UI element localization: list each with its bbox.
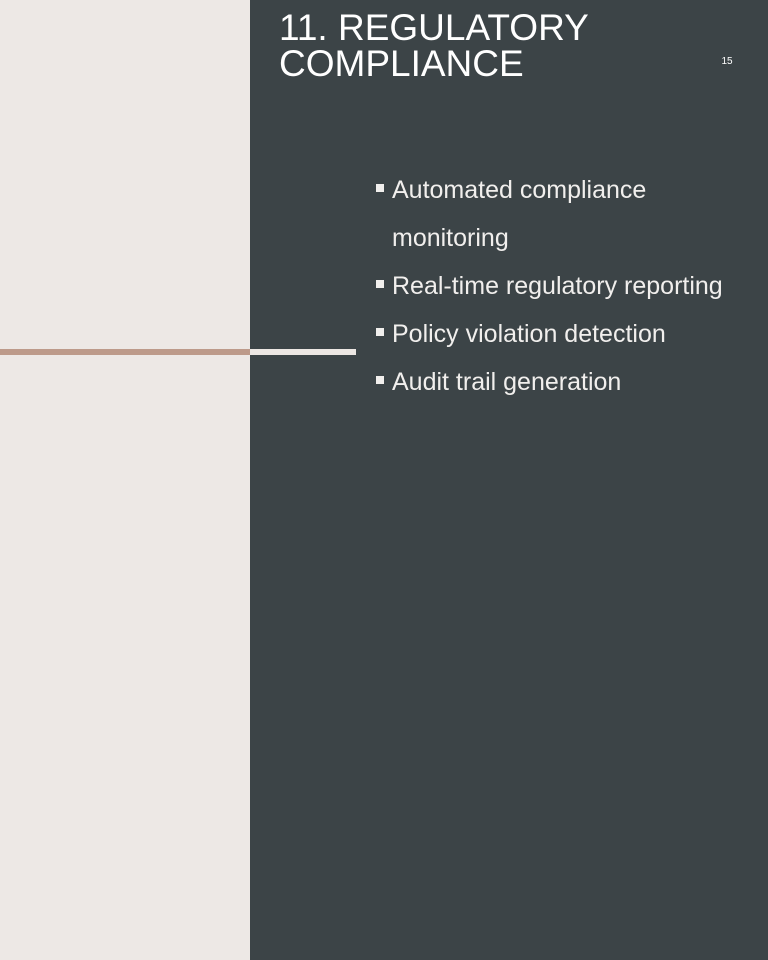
slide-title-line-1: 11. REGULATORY <box>279 7 589 48</box>
accent-line-right <box>250 349 356 355</box>
bullet-item: Automated compliance monitoring <box>375 166 745 262</box>
bullet-text: Real-time regulatory reporting <box>392 272 723 300</box>
slide-title: 11. REGULATORY COMPLIANCE <box>279 7 699 84</box>
bullet-item: Policy violation detection <box>375 310 745 358</box>
bullet-text: Policy violation detection <box>392 320 666 348</box>
bullet-square-icon <box>376 280 384 288</box>
bullet-square-icon <box>376 184 384 192</box>
bullet-list: Automated compliance monitoring Real-tim… <box>375 166 745 406</box>
bullet-text: Automated compliance monitoring <box>392 176 647 252</box>
left-background-panel <box>0 0 250 960</box>
accent-line-left <box>0 349 250 355</box>
bullet-square-icon <box>376 376 384 384</box>
slide-page-number: 15 <box>721 56 733 67</box>
bullet-square-icon <box>376 328 384 336</box>
right-content-panel <box>250 0 768 960</box>
bullet-item: Real-time regulatory reporting <box>375 262 745 310</box>
slide-title-line-2: COMPLIANCE <box>279 43 524 84</box>
bullet-item: Audit trail generation <box>375 358 745 406</box>
bullet-text: Audit trail generation <box>392 368 622 396</box>
